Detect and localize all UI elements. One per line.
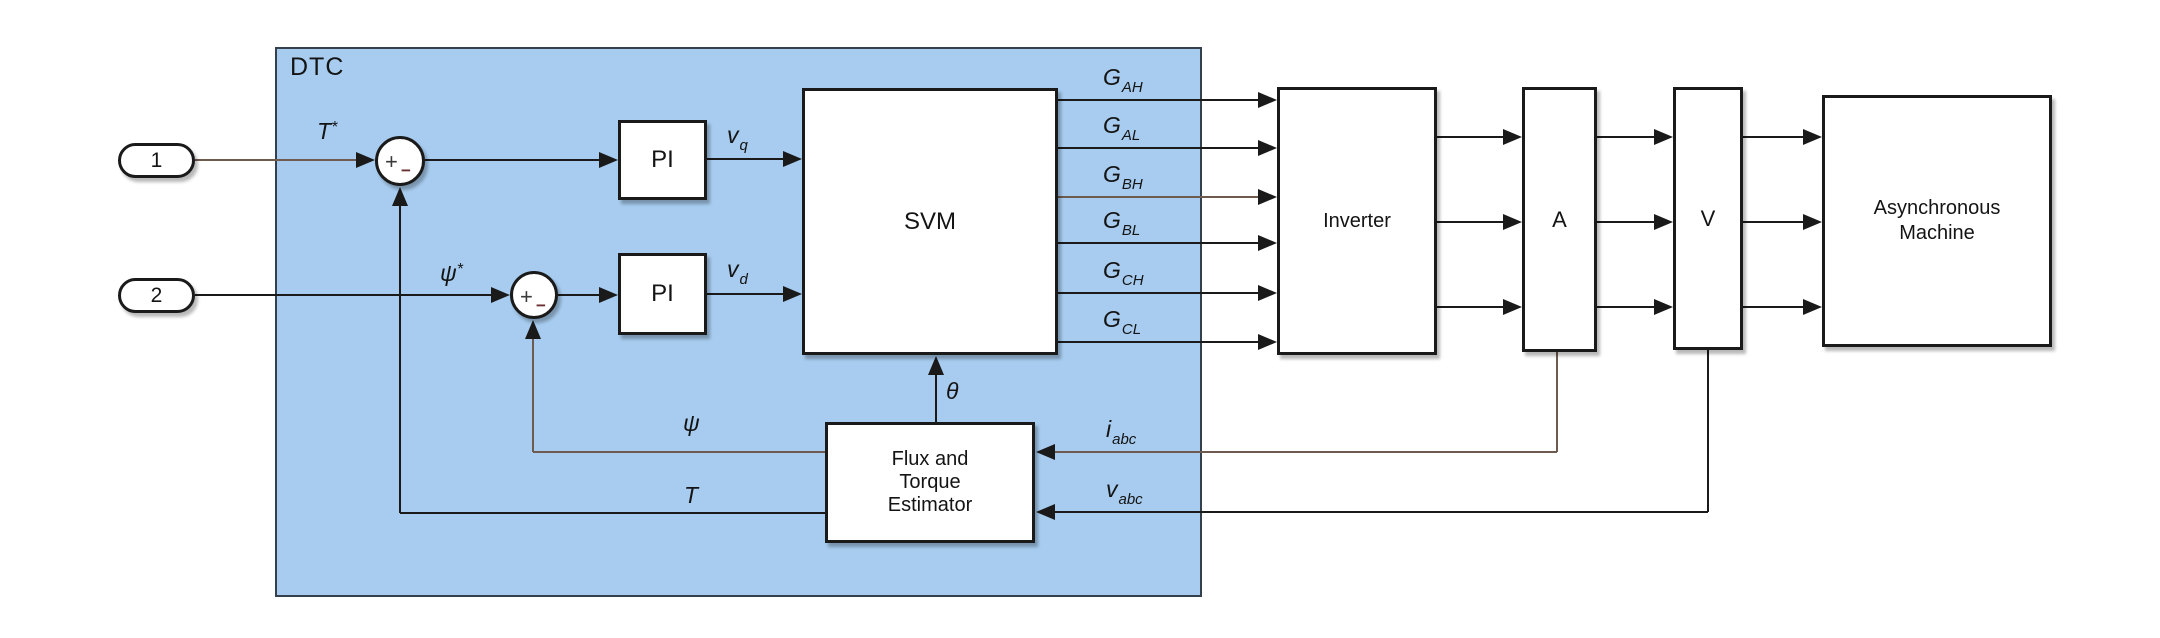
wire-gate-al bbox=[1058, 147, 1258, 149]
arrowhead bbox=[1503, 214, 1522, 230]
minus-sign: − bbox=[401, 161, 411, 180]
wire-sum1-to-pi bbox=[425, 159, 599, 161]
arrowhead bbox=[928, 356, 944, 375]
minus-sign: − bbox=[536, 296, 546, 315]
wire-theta bbox=[935, 375, 937, 422]
wire-phase bbox=[1743, 306, 1803, 308]
asynchronous-machine-block[interactable]: Asynchronous Machine bbox=[1822, 95, 2052, 347]
wire-phase bbox=[1437, 221, 1503, 223]
plus-sign: + bbox=[385, 149, 398, 174]
wire-vabc bbox=[1055, 511, 1708, 513]
flux-ref-label: ψ* bbox=[440, 260, 463, 286]
input-port-2-label: 2 bbox=[150, 283, 163, 307]
machine-label: Asynchronous Machine bbox=[1873, 197, 2001, 244]
wire-vq bbox=[707, 158, 783, 160]
wire-torque-feedback bbox=[399, 206, 401, 513]
wire-phase bbox=[1437, 306, 1503, 308]
wire-gate-cl bbox=[1058, 341, 1258, 343]
arrowhead bbox=[1503, 129, 1522, 145]
arrowhead bbox=[1258, 140, 1277, 156]
wire-flux-ref bbox=[195, 294, 491, 296]
pi-controller-flux[interactable]: PI bbox=[618, 253, 707, 335]
input-port-1-label: 1 bbox=[150, 148, 163, 172]
pi-label: PI bbox=[651, 146, 674, 173]
wire-phase bbox=[1743, 136, 1803, 138]
svm-label: SVM bbox=[903, 207, 956, 235]
gate-al-label: GAL bbox=[1103, 112, 1141, 144]
arrowhead bbox=[1803, 129, 1822, 145]
arrowhead bbox=[1258, 235, 1277, 251]
arrowhead bbox=[1258, 189, 1277, 205]
wire-vabc bbox=[1707, 350, 1709, 512]
plus-sign: + bbox=[520, 284, 533, 309]
arrowhead bbox=[1654, 299, 1673, 315]
arrowhead bbox=[1258, 92, 1277, 108]
arrowhead bbox=[392, 187, 408, 206]
arrowhead bbox=[1258, 285, 1277, 301]
wire-iabc bbox=[1055, 451, 1557, 453]
dtc-region-label: DTC bbox=[290, 53, 345, 81]
vabc-label: vabc bbox=[1106, 476, 1143, 508]
gate-cl-label: GCL bbox=[1103, 306, 1142, 338]
arrowhead bbox=[1258, 334, 1277, 350]
flux-torque-estimator-block[interactable]: Flux and Torque Estimator bbox=[825, 422, 1035, 543]
wire-phase bbox=[1437, 136, 1503, 138]
theta-label: θ bbox=[946, 378, 959, 404]
gate-bh-label: GBH bbox=[1103, 161, 1143, 193]
wire-torque-ref bbox=[195, 159, 357, 161]
arrowhead bbox=[1803, 299, 1822, 315]
voltage-meter-label: V bbox=[1700, 205, 1716, 231]
vd-label: vd bbox=[727, 256, 748, 288]
arrowhead bbox=[599, 152, 618, 168]
arrowhead bbox=[1803, 214, 1822, 230]
wire-phase bbox=[1597, 306, 1654, 308]
sum-junction-torque[interactable]: + − bbox=[375, 136, 425, 186]
arrowhead bbox=[783, 151, 802, 167]
wire-gate-ch bbox=[1058, 292, 1258, 294]
iabc-label: iabc bbox=[1106, 416, 1137, 448]
gate-ch-label: GCH bbox=[1103, 257, 1144, 289]
pi-controller-torque[interactable]: PI bbox=[618, 120, 707, 200]
arrowhead bbox=[525, 320, 541, 339]
pi-label: PI bbox=[651, 280, 674, 307]
vq-label: vq bbox=[727, 122, 748, 154]
voltage-measurement-block[interactable]: V bbox=[1673, 87, 1743, 350]
input-port-2[interactable]: 2 bbox=[118, 278, 195, 313]
current-meter-label: A bbox=[1552, 206, 1567, 232]
wire-psi-feedback bbox=[532, 339, 534, 452]
wire-torque-feedback bbox=[400, 512, 825, 514]
arrowhead bbox=[783, 286, 802, 302]
current-measurement-block[interactable]: A bbox=[1522, 87, 1597, 352]
sum-junction-flux[interactable]: + − bbox=[510, 271, 558, 319]
wire-phase bbox=[1597, 221, 1654, 223]
svm-block[interactable]: SVM bbox=[802, 88, 1058, 355]
arrowhead bbox=[1036, 504, 1055, 520]
arrowhead bbox=[1654, 214, 1673, 230]
wire-psi-feedback bbox=[533, 451, 825, 453]
wire-vd bbox=[707, 293, 783, 295]
wire-gate-bl bbox=[1058, 242, 1258, 244]
gate-ah-label: GAH bbox=[1103, 64, 1143, 96]
arrowhead bbox=[599, 287, 618, 303]
arrowhead bbox=[356, 152, 375, 168]
psi-feedback-label: ψ bbox=[683, 410, 700, 436]
arrowhead bbox=[1036, 444, 1055, 460]
torque-ref-label: T* bbox=[317, 118, 338, 144]
arrowhead bbox=[1654, 129, 1673, 145]
wire-iabc bbox=[1556, 352, 1558, 452]
wire-phase bbox=[1597, 136, 1654, 138]
wire-phase bbox=[1743, 221, 1803, 223]
gate-bl-label: GBL bbox=[1103, 207, 1141, 239]
wire-sum2-to-pi bbox=[558, 294, 599, 296]
arrowhead bbox=[491, 287, 510, 303]
arrowhead bbox=[1503, 299, 1522, 315]
wire-gate-ah bbox=[1058, 99, 1258, 101]
wire-gate-bh bbox=[1058, 196, 1258, 198]
input-port-1[interactable]: 1 bbox=[118, 143, 195, 178]
estimator-label: Flux and Torque Estimator bbox=[887, 448, 973, 516]
inverter-label: Inverter bbox=[1323, 209, 1391, 232]
torque-feedback-label: T bbox=[684, 482, 699, 508]
inverter-block[interactable]: Inverter bbox=[1277, 87, 1437, 355]
